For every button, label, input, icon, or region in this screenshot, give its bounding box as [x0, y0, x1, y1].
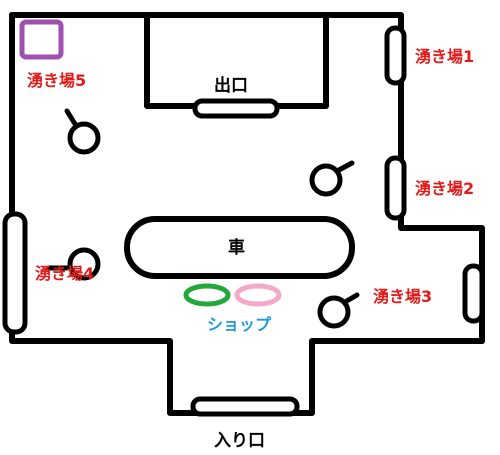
outer-walls — [9, 12, 485, 416]
spawn-label-4: 湧き場4 — [35, 264, 94, 283]
car-shape — [124, 216, 355, 279]
spawn-door-2 — [384, 155, 407, 221]
spawn-door-3 — [462, 263, 485, 324]
square-marker-icon — [19, 19, 64, 60]
shop-pink-ring — [234, 283, 282, 307]
spawn-door-1 — [384, 25, 407, 86]
spawn-label-3: 湧き場3 — [373, 287, 432, 306]
key-icon — [309, 160, 355, 197]
entrance-label: 入り口 — [214, 431, 265, 451]
wall-north — [9, 12, 485, 344]
exit-label: 出口 — [214, 75, 248, 96]
key-icon — [317, 292, 360, 329]
shop-label: ショップ — [207, 315, 272, 334]
spawn-door-4 — [2, 211, 28, 335]
shop-green-ring — [183, 283, 231, 307]
spawn-label-1: 湧き場1 — [415, 47, 474, 66]
key-icon — [64, 108, 101, 155]
wall-south — [9, 12, 485, 416]
car-label: 車 — [228, 237, 245, 258]
spawn-label-5: 湧き場5 — [27, 71, 86, 90]
key-icon — [46, 247, 101, 281]
spawn-label-2: 湧き場2 — [415, 179, 474, 198]
exit-door — [192, 98, 280, 119]
entrance-door — [190, 396, 300, 417]
